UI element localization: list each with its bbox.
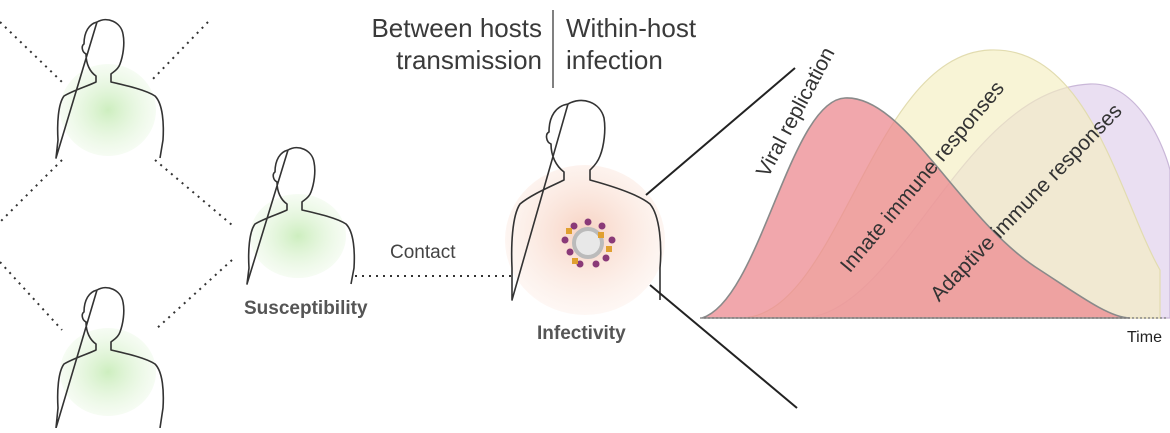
label-time: Time (1127, 329, 1162, 346)
header-right-line1: Within-host (566, 13, 697, 43)
virus-particle-icon (561, 218, 616, 268)
zoom-lines (645, 67, 798, 409)
label-contact: Contact (390, 242, 456, 263)
header-between-hosts: Between hosts transmission (336, 12, 542, 76)
label-susceptibility: Susceptibility (244, 298, 368, 319)
header-right-line2: infection (566, 45, 663, 75)
person-infected (505, 99, 665, 315)
person-susceptible (246, 146, 356, 285)
person-top (55, 18, 165, 159)
header-left-line2: transmission (396, 45, 542, 75)
response-curves (701, 49, 1170, 319)
header-left-line1: Between hosts (371, 13, 542, 43)
curve-viral (701, 97, 1131, 319)
header-within-host: Within-host infection (566, 12, 766, 76)
person-bottom (55, 286, 165, 429)
network-dotted-lines (0, 21, 515, 331)
label-infectivity: Infectivity (537, 323, 626, 344)
